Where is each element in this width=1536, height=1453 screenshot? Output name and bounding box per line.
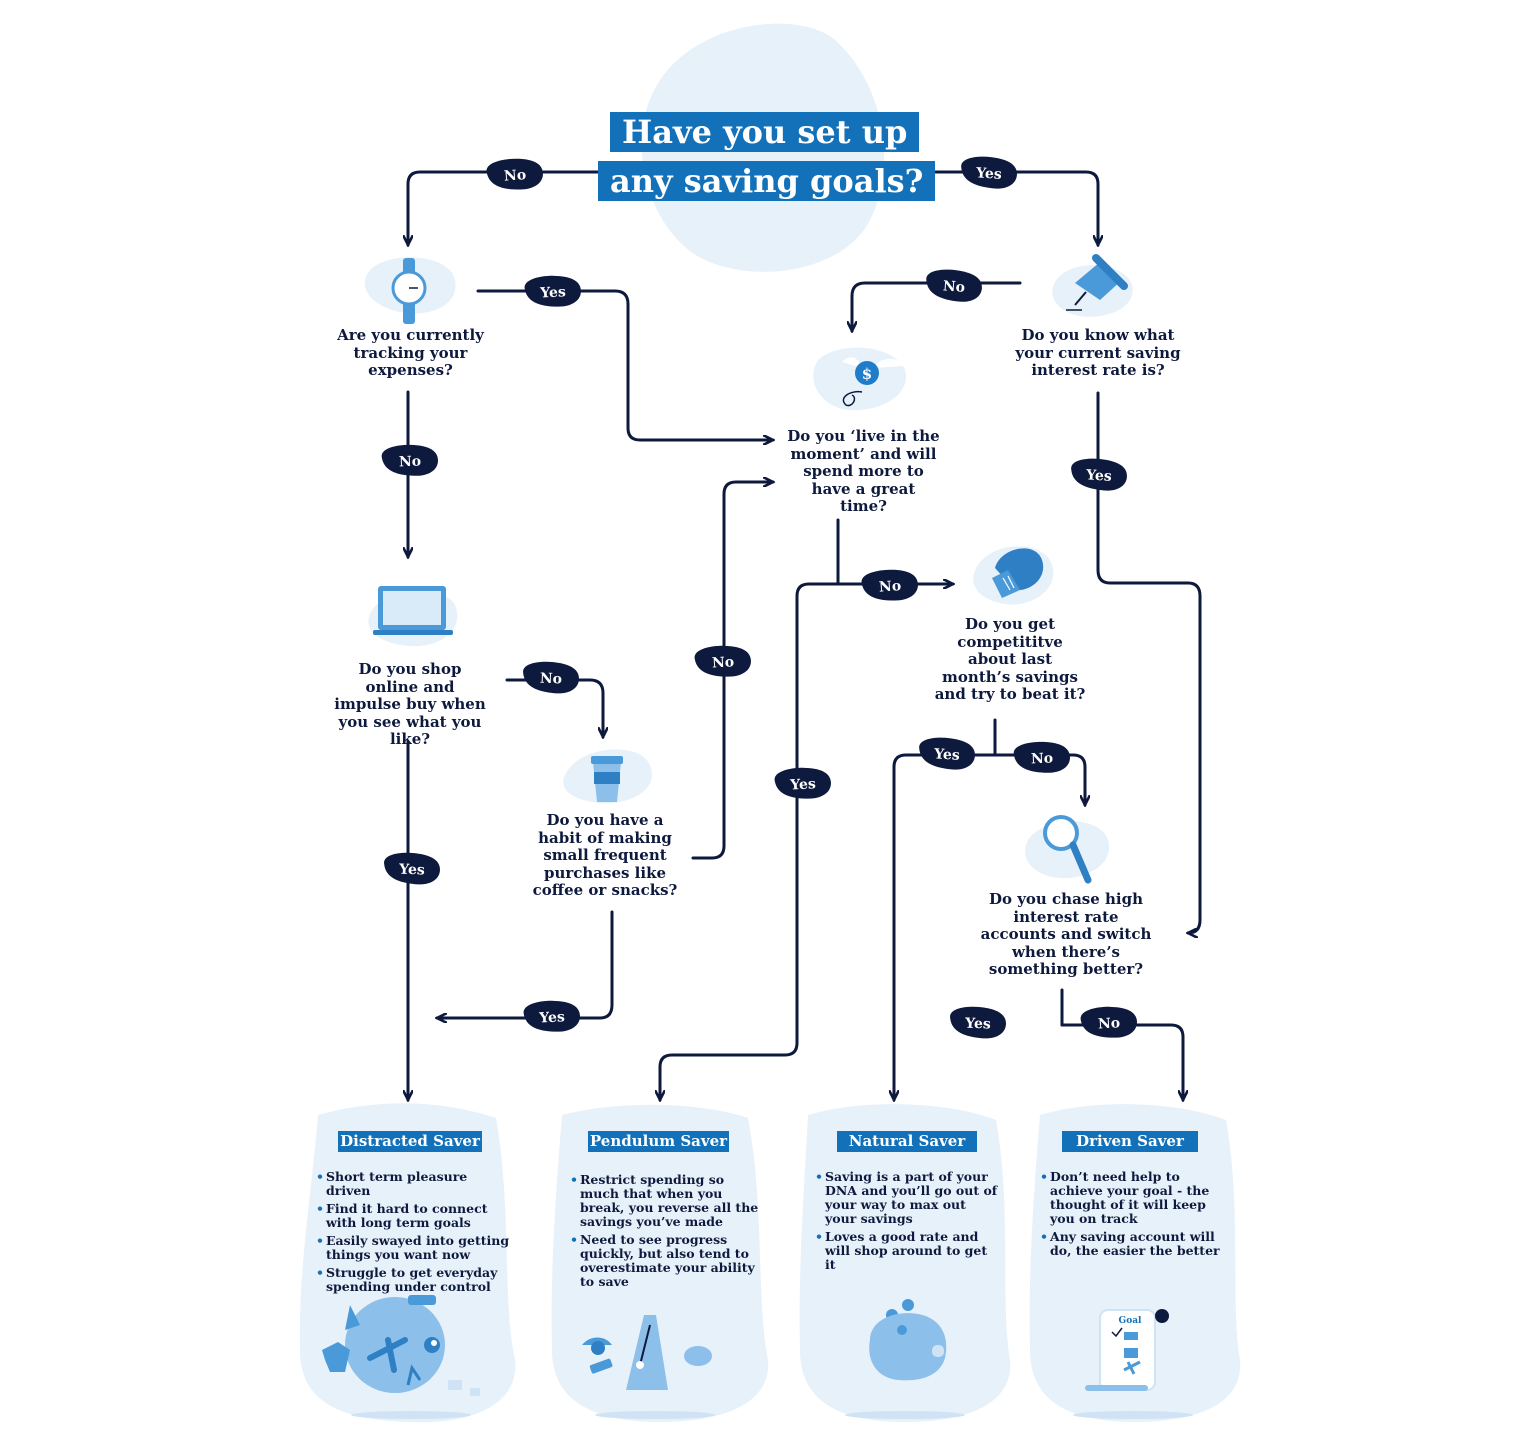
yes-badge: Yes <box>384 852 440 885</box>
no-badge: No <box>1080 1006 1137 1038</box>
laptop-icon <box>368 586 458 647</box>
bullet-item: Loves a good rate and will shop around t… <box>815 1230 1000 1272</box>
svg-text:$: $ <box>862 365 872 383</box>
yes-badge-label: Yes <box>975 165 1002 182</box>
no-badge-label: No <box>942 278 965 296</box>
yes-badge: Yes <box>961 156 1017 189</box>
no-badge-label: No <box>399 454 422 471</box>
no-badge-label: No <box>540 671 563 688</box>
yes-badge: Yes <box>950 1006 1006 1039</box>
title-line-2: any saving goals? <box>598 161 936 201</box>
bullet-item: Don’t need help to achieve your goal - t… <box>1040 1170 1230 1226</box>
bullet-item: Struggle to get everyday spending under … <box>316 1266 511 1294</box>
yes-badge: Yes <box>523 1000 580 1032</box>
pendulum-illustration-icon <box>582 1315 712 1390</box>
bullet-item: Find it hard to connect with long term g… <box>316 1202 511 1230</box>
question-competitive: Do you get competititve about last month… <box>934 615 1086 703</box>
bullets-driven: Don’t need help to achieve your goal - t… <box>1040 1170 1230 1262</box>
bullets-distracted: Short term pleasure driven Find it hard … <box>316 1170 511 1298</box>
magnifying-glass-icon <box>1025 815 1110 884</box>
no-badge: No <box>523 661 579 694</box>
yes-badge-label: Yes <box>789 776 816 793</box>
no-badge: No <box>926 269 982 302</box>
no-badge: No <box>694 645 751 677</box>
yes-badge: Yes <box>919 737 975 770</box>
question-shop-online: Do you shop online and impulse buy when … <box>334 660 486 748</box>
no-badge-label: No <box>1031 751 1054 768</box>
card-title-natural: Natural Saver <box>837 1131 977 1152</box>
yes-badge-label: Yes <box>539 284 566 301</box>
coffee-cup-icon <box>563 749 652 804</box>
piggy-bank-icon <box>869 1299 947 1381</box>
no-badge: No <box>486 158 543 190</box>
yes-badge: Yes <box>774 767 831 799</box>
yes-badge: Yes <box>1071 458 1127 491</box>
no-badge: No <box>381 444 438 476</box>
question-tracking: Are you currently tracking your expenses… <box>337 326 484 379</box>
card-title-distracted: Distracted Saver <box>338 1131 482 1152</box>
no-badge-label: No <box>1098 1015 1121 1032</box>
yes-badge-label: Yes <box>538 1009 565 1026</box>
card-title-driven: Driven Saver <box>1062 1131 1198 1152</box>
bullet-item: Saving is a part of your DNA and you’ll … <box>815 1170 1000 1226</box>
connectors <box>408 170 1202 1100</box>
bullet-item: Restrict spending so much that when you … <box>570 1173 760 1229</box>
yes-badge: Yes <box>524 275 581 307</box>
question-live-moment: Do you ‘live in the moment’ and will spe… <box>787 427 940 515</box>
no-badge-label: No <box>712 654 735 671</box>
yes-badge-label: Yes <box>964 1016 991 1033</box>
yes-badge-label: Yes <box>1085 467 1112 484</box>
question-interest-rate: Do you know what your current saving int… <box>1015 326 1181 379</box>
question-habit: Do you have a habit of making small freq… <box>532 811 678 899</box>
no-badge-label: No <box>503 167 526 185</box>
flying-money-icon: $ <box>813 347 906 411</box>
bullet-item: Need to see progress quickly, but also t… <box>570 1233 760 1289</box>
bullet-item: Easily swayed into getting things you wa… <box>316 1234 511 1262</box>
title-line-1: Have you set up <box>610 112 920 152</box>
bullets-pendulum: Restrict spending so much that when you … <box>570 1173 760 1293</box>
card-title-pendulum: Pendulum Saver <box>588 1131 729 1152</box>
bullet-item: Short term pleasure driven <box>316 1170 511 1198</box>
no-badge-label: No <box>878 578 901 596</box>
no-badge: No <box>1013 741 1070 773</box>
watch-icon <box>364 257 456 324</box>
goal-list-icon: Goal <box>1085 1309 1169 1391</box>
question-chase: Do you chase high interest rate accounts… <box>980 890 1152 978</box>
distracted-illustration-icon <box>322 1295 480 1396</box>
bullet-item: Any saving account will do, the easier t… <box>1040 1230 1230 1258</box>
pushpin-icon <box>1052 254 1133 317</box>
yes-badge-label: Yes <box>933 746 960 763</box>
boxing-glove-icon <box>973 546 1054 605</box>
bullets-natural: Saving is a part of your DNA and you’ll … <box>815 1170 1000 1276</box>
yes-badge-label: Yes <box>398 862 425 879</box>
svg-text:Goal: Goal <box>1119 1316 1143 1326</box>
no-badge: No <box>861 569 918 601</box>
